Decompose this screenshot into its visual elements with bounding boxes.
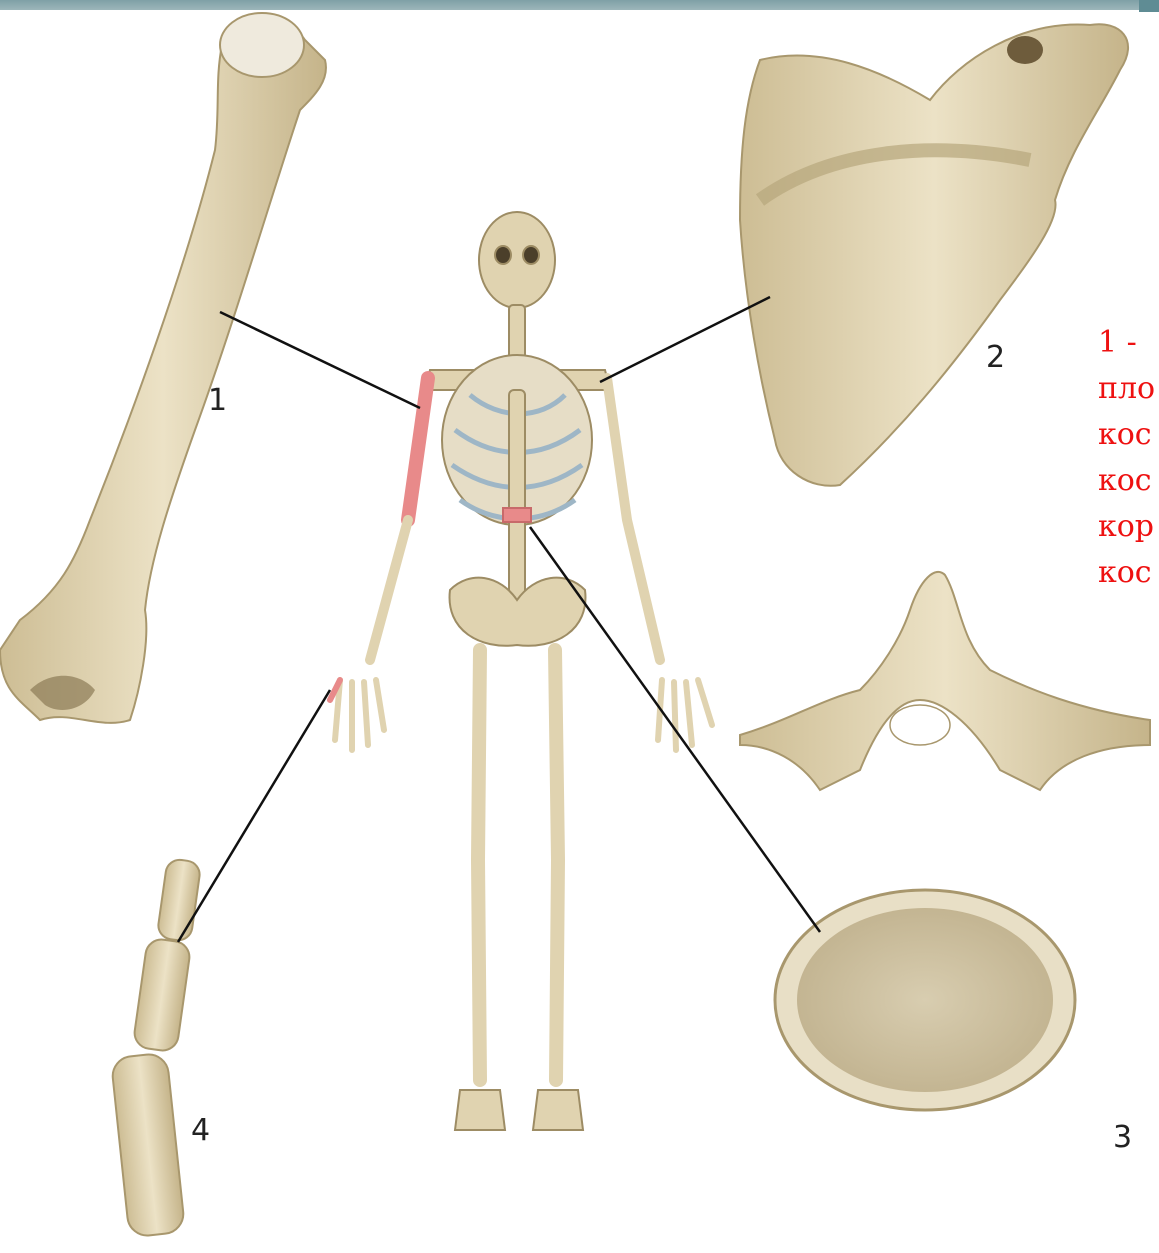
legend-text: 1 - пло кос кос кор кос: [1098, 320, 1159, 596]
legend-line: пло: [1098, 366, 1159, 412]
leader-line-2: [600, 297, 770, 382]
vertebra-bone: [740, 572, 1150, 1110]
legend-line: 1 -: [1098, 320, 1159, 366]
label-3: 3: [1113, 1120, 1132, 1155]
scapula-bone: [740, 24, 1128, 486]
leader-line-1: [220, 312, 420, 408]
leader-line-4: [178, 690, 330, 942]
legend-line: кос: [1098, 412, 1159, 458]
finger-bones: [111, 858, 202, 1237]
full-skeleton: [330, 212, 712, 1130]
legend-line: кор: [1098, 504, 1159, 550]
label-2: 2: [986, 340, 1005, 375]
legend-line: кос: [1098, 458, 1159, 504]
label-1: 1: [208, 383, 227, 418]
legend-line: кос: [1098, 550, 1159, 596]
label-4: 4: [191, 1113, 210, 1148]
humerus-bone: [0, 13, 326, 723]
